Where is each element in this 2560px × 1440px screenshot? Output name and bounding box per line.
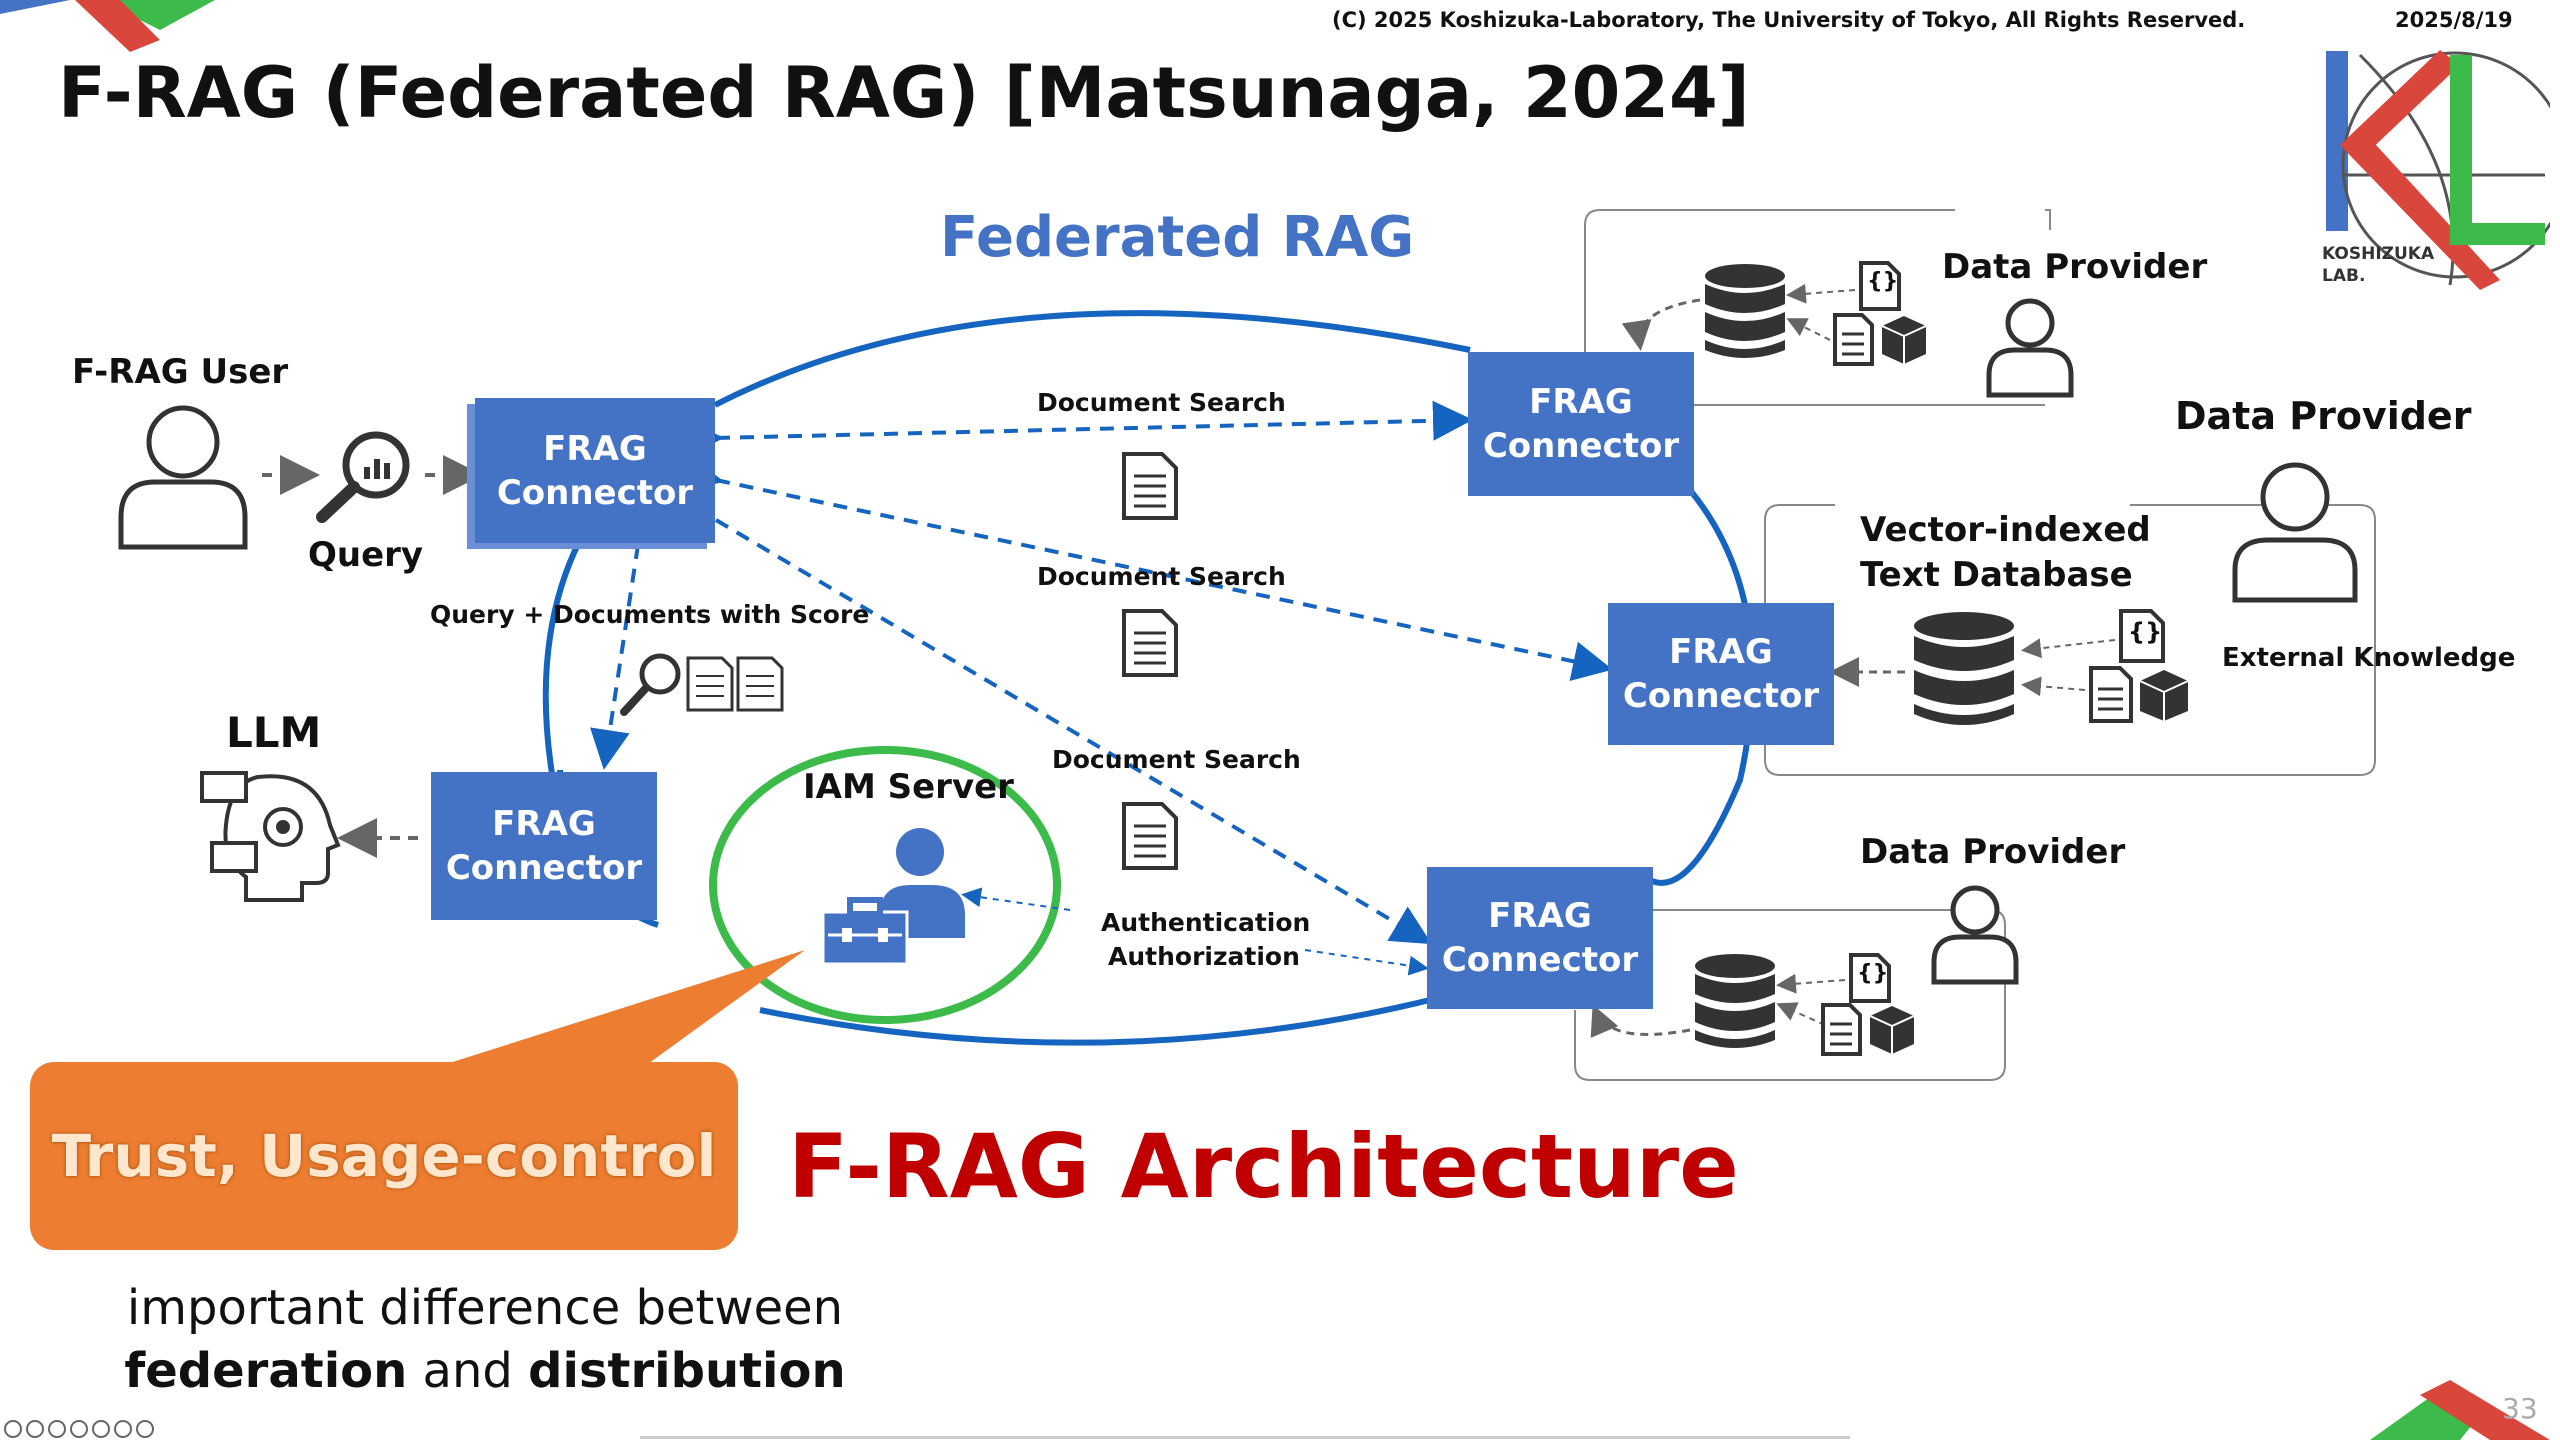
presentation-toolbar	[4, 1420, 158, 1438]
callout-pointer	[440, 950, 805, 1066]
json-glyph: {}	[2128, 618, 2163, 646]
connector-label-line1: FRAG	[1669, 632, 1773, 672]
document-cube-icon	[2089, 666, 2189, 723]
data-provider-label-top: Data Provider	[1942, 247, 2208, 287]
document-search-label-3: Document Search	[1052, 745, 1301, 774]
federation-word: federation	[124, 1343, 408, 1399]
iam-server-label: IAM Server	[803, 767, 1014, 807]
difference-note-line1: important difference between	[80, 1280, 890, 1336]
callout-text: Trust, Usage-control	[51, 1122, 717, 1190]
llm-label: LLM	[226, 708, 322, 757]
corner-decoration-bottom-right	[2370, 1380, 2550, 1440]
scroll-indicator	[640, 1436, 1850, 1439]
connector-label-line1: FRAG	[1529, 382, 1633, 422]
more-options-icon[interactable]	[114, 1420, 132, 1438]
search-analytics-icon	[316, 431, 410, 523]
logo-text-lab: LAB.	[2322, 266, 2366, 286]
frag-user-label: F-RAG User	[72, 352, 289, 392]
camera-icon[interactable]	[92, 1420, 110, 1438]
difference-note-line2: federation and distribution	[80, 1343, 890, 1399]
page-number: 33	[2502, 1392, 2538, 1425]
frag-connector-bottom: FRAG Connector	[1427, 867, 1653, 1009]
koshizuka-lab-logo	[2326, 50, 2550, 290]
document-search-label-2: Document Search	[1037, 562, 1286, 591]
connector-label-line2: Connector	[496, 472, 694, 513]
database-icon	[1695, 954, 1775, 1048]
previous-slide-icon[interactable]	[4, 1420, 22, 1438]
json-glyph: {}	[1867, 269, 1899, 294]
data-provider-label-mid: Data Provider	[2175, 394, 2472, 438]
distribution-word: distribution	[528, 1343, 846, 1399]
data-provider-label-bottom: Data Provider	[1860, 832, 2126, 872]
federated-rag-heading: Federated RAG	[940, 205, 1415, 270]
authorization-label: Authorization	[1108, 942, 1300, 971]
connector-label-line2: Connector	[1482, 426, 1680, 466]
json-file-icon	[1849, 953, 1891, 1003]
external-knowledge-label: External Knowledge	[2222, 643, 2516, 673]
and-word: and	[407, 1343, 529, 1399]
query-documents-label: Query + Documents with Score	[430, 600, 870, 629]
trust-callout: Trust, Usage-control	[30, 1062, 738, 1250]
authentication-label: Authentication	[1101, 908, 1311, 937]
iam-ring	[709, 746, 1061, 1024]
connector-label-line1: FRAG	[543, 428, 647, 469]
user-icon	[118, 405, 248, 550]
query-label: Query	[308, 535, 424, 575]
connector-label-line1: FRAG	[492, 804, 596, 844]
query-documents-icon	[620, 653, 784, 716]
vector-db-label-line2: Text Database	[1860, 555, 2133, 595]
frag-connector-llm: FRAG Connector	[431, 772, 657, 920]
provider-frame-bottom	[1574, 909, 2006, 1081]
person-icon	[1986, 298, 2074, 398]
json-glyph: {}	[1857, 961, 1889, 986]
json-file-icon	[2119, 609, 2165, 663]
document-search-label-1: Document Search	[1037, 388, 1286, 417]
frag-connector-mid: FRAG Connector	[1608, 603, 1834, 745]
slide-date: 2025/8/19	[2395, 8, 2513, 32]
frag-connector-top: FRAG Connector	[1468, 352, 1694, 496]
provider-frame-mid	[1764, 504, 2376, 776]
database-icon	[1914, 612, 2014, 725]
frag-connector-user: FRAG Connector	[475, 398, 715, 543]
slide-title: F-RAG (Federated RAG) [Matsunaga, 2024]	[58, 52, 1750, 134]
document-icon	[1122, 609, 1178, 677]
next-slide-icon[interactable]	[136, 1420, 154, 1438]
document-cube-icon	[1833, 313, 1927, 366]
vector-db-label-line1: Vector-indexed	[1860, 510, 2151, 550]
connector-label-line2: Connector	[445, 848, 643, 888]
database-icon	[1705, 264, 1785, 358]
pen-icon[interactable]	[26, 1420, 44, 1438]
document-icon	[1122, 802, 1178, 870]
connector-label-line2: Connector	[1441, 940, 1639, 980]
zoom-icon[interactable]	[48, 1420, 66, 1438]
note-text: important difference between	[126, 1280, 844, 1336]
federation-ring	[713, 310, 1471, 408]
document-icon	[1122, 452, 1178, 520]
architecture-caption: F-RAG Architecture	[788, 1115, 1739, 1218]
person-icon	[1931, 885, 2019, 985]
connector-label-line1: FRAG	[1488, 896, 1592, 936]
llm-brain-icon	[200, 771, 341, 902]
corner-decoration-top-left	[0, 0, 215, 52]
person-icon	[2232, 462, 2358, 603]
json-file-icon	[1859, 261, 1901, 311]
logo-text-koshizuka: KOSHIZUKA	[2322, 244, 2435, 264]
iam-admin-icon	[821, 828, 965, 966]
connector-label-line2: Connector	[1622, 676, 1820, 716]
subtitles-icon[interactable]	[70, 1420, 88, 1438]
copyright-notice: (C) 2025 Koshizuka-Laboratory, The Unive…	[1332, 8, 2246, 32]
document-cube-icon	[1821, 1003, 1915, 1056]
